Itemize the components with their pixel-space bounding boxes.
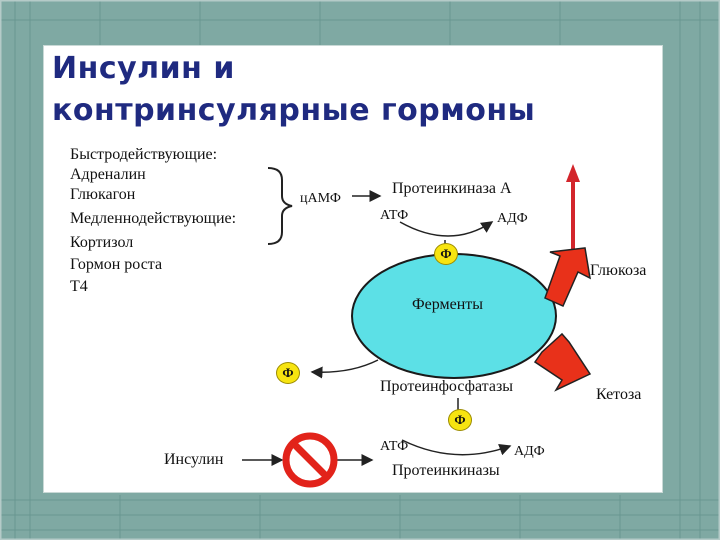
hormone-cortisol: Кортизол: [70, 234, 134, 251]
phosphatases-label: Протеинфосфатазы: [380, 378, 514, 395]
ketosis-label: Кетоза: [596, 386, 642, 403]
ketosis-block-arrow: [533, 332, 592, 392]
atp-adp-top-arc: [399, 221, 494, 237]
enzymes-ellipse: [351, 253, 557, 379]
phosphate-top: Ф: [434, 243, 458, 265]
glucose-block-arrow: [544, 247, 591, 307]
enzymes-label: Ферменты: [412, 296, 484, 313]
insulin-label: Инсулин: [164, 451, 224, 468]
adp-bottom-label: АДФ: [514, 444, 545, 459]
enzymes-to-phos-arrow: [310, 359, 379, 379]
protein-kinases-label: Протеинкиназы: [392, 462, 500, 479]
slide-title-line2: контринсулярные гормоны: [52, 93, 536, 128]
hormone-growth-hormone: Гормон роста: [70, 256, 163, 273]
phosphate-bottom: Ф: [448, 409, 472, 431]
slide-title-line1: Инсулин и: [52, 51, 235, 86]
fast-acting-heading: Быстродействующие:: [70, 146, 218, 163]
hormone-brace: [267, 167, 293, 245]
atp-bottom-label: АТФ: [380, 439, 409, 454]
glucose-up-arrowhead: [566, 164, 580, 182]
inhibition-icon: [282, 432, 338, 488]
adp-top-label: АДФ: [497, 211, 528, 226]
phosphate-left: Ф: [276, 362, 300, 384]
camp-label: цАМФ: [300, 191, 341, 206]
hormone-adrenaline: Адреналин: [70, 166, 146, 183]
slow-acting-heading: Медленнодействующие:: [70, 210, 237, 227]
atp-top-label: АТФ: [380, 208, 409, 223]
atp-adp-bottom-arc: [401, 439, 512, 456]
hormone-t4: Т4: [70, 278, 88, 295]
glucose-label: Глюкоза: [590, 262, 647, 279]
protein-kinase-a-label: Протеинкиназа А: [392, 180, 512, 197]
hormone-glucagon: Глюкагон: [70, 186, 136, 203]
